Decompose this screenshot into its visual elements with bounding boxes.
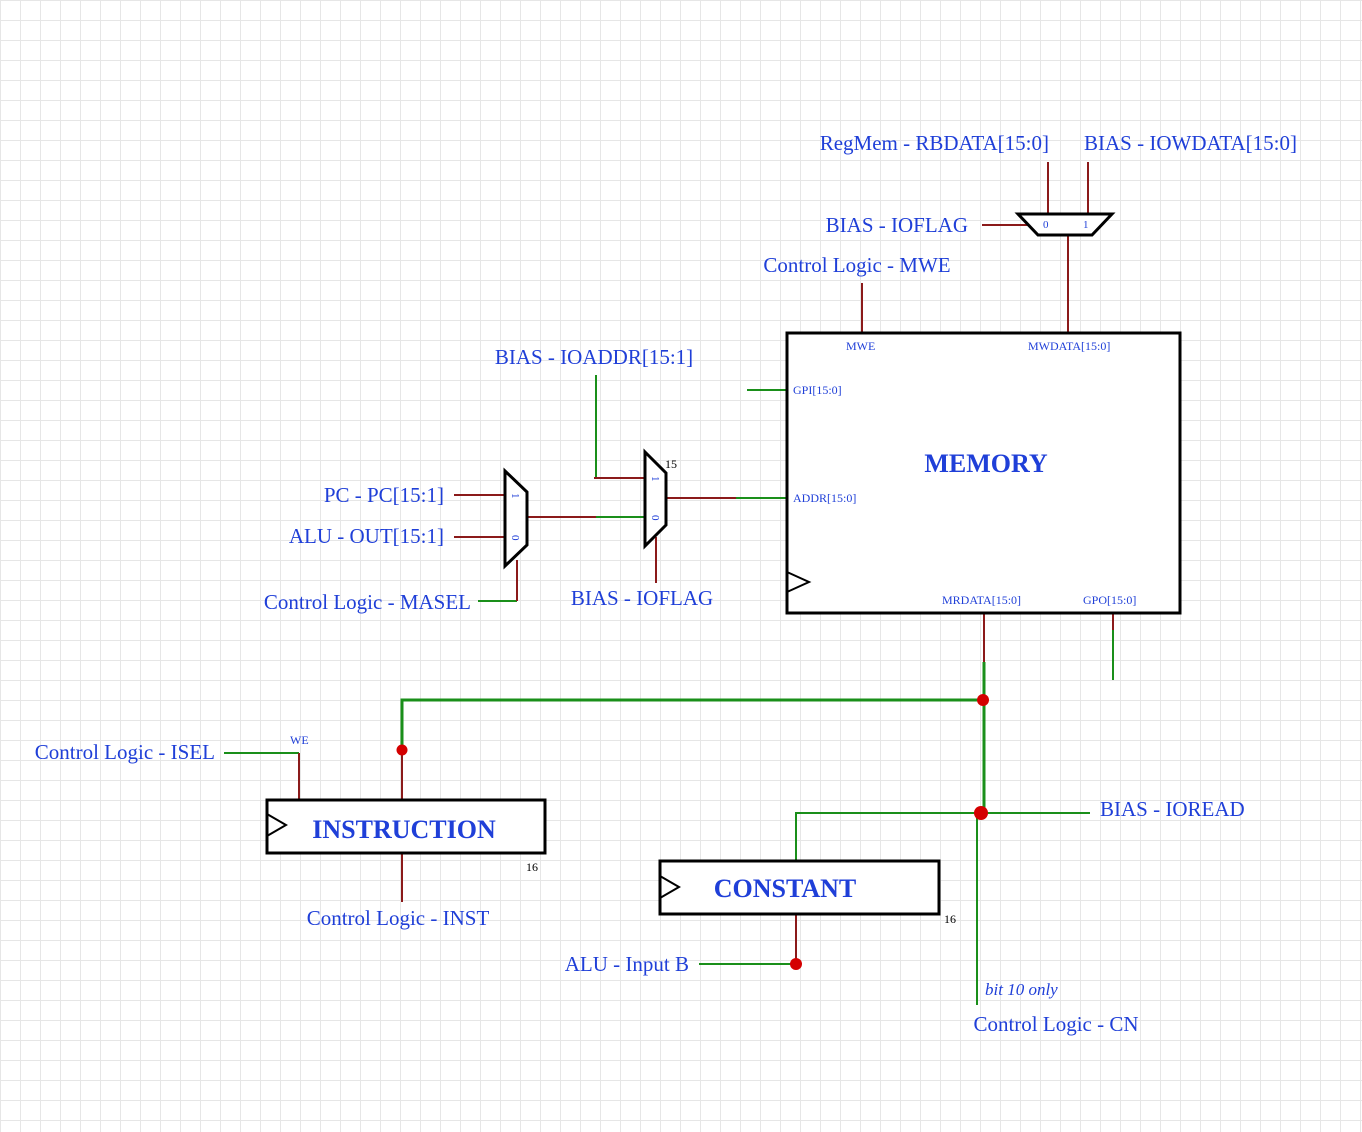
mux-mwdata-in1: 1: [1083, 219, 1089, 231]
wire-bus-to-instruction: [400, 698, 984, 750]
mux-addr-in1: 1: [649, 476, 661, 482]
label-bias-iowdata: BIAS - IOWDATA[15:0]: [1084, 131, 1297, 155]
mux-pc: [503, 467, 529, 570]
mux-pc-in0: 0: [509, 535, 521, 541]
label-bias-ioread: BIAS - IOREAD: [1100, 797, 1245, 821]
label-control-logic-masel: Control Logic - MASEL: [264, 590, 471, 614]
memory-clock-symbol: [786, 571, 812, 593]
label-control-logic-isel: Control Logic - ISEL: [35, 740, 215, 764]
label-alu-out: ALU - OUT[15:1]: [289, 524, 444, 548]
instruction-title: INSTRUCTION: [312, 815, 496, 844]
label-regmem-rbdata: RegMem - RBDATA[15:0]: [820, 131, 1049, 155]
instruction-clock-symbol: [266, 813, 288, 837]
mux-addr-width: 15: [665, 457, 677, 471]
memory-pin-mrdata: MRDATA[15:0]: [942, 593, 1021, 607]
instruction-width: 16: [526, 860, 538, 874]
label-pc: PC - PC[15:1]: [324, 483, 444, 507]
memory-pin-addr: ADDR[15:0]: [793, 491, 856, 505]
mux-mwdata: [1014, 212, 1116, 237]
label-control-logic-mwe: Control Logic - MWE: [763, 253, 950, 277]
mux-addr-in0: 0: [649, 515, 661, 521]
label-bit10-note: bit 10 only: [985, 980, 1058, 999]
memory-block: [785, 331, 1182, 615]
instruction-register: [265, 798, 547, 855]
label-control-logic-cn: Control Logic - CN: [973, 1012, 1138, 1036]
junction-instruction-in: [396, 744, 408, 756]
junction-alu-input-b: [790, 958, 802, 970]
label-alu-input-b: ALU - Input B: [565, 952, 689, 976]
label-bias-ioflag-top: BIAS - IOFLAG: [826, 213, 968, 237]
constant-register: [658, 859, 941, 916]
instruction-pin-we: WE: [290, 733, 309, 747]
wire-ioaddr-green: [595, 375, 624, 479]
memory-pin-gpi: GPI[15:0]: [793, 383, 842, 397]
constant-clock-symbol: [659, 875, 681, 899]
label-bias-ioflag-bottom: BIAS - IOFLAG: [571, 586, 713, 610]
wire-ioread-bus: [795, 812, 1090, 861]
constant-title: CONSTANT: [714, 874, 857, 903]
mux-addr: [643, 448, 668, 550]
constant-width: 16: [944, 912, 956, 926]
junction-ioread: [974, 806, 988, 820]
label-control-logic-inst: Control Logic - INST: [307, 906, 490, 930]
memory-pin-gpo: GPO[15:0]: [1083, 593, 1136, 607]
memory-pin-mwdata: MWDATA[15:0]: [1028, 339, 1110, 353]
mux-pc-in1: 1: [509, 493, 521, 499]
memory-title: MEMORY: [924, 449, 1048, 478]
memory-pin-mwe: MWE: [846, 339, 875, 353]
label-bias-ioaddr: BIAS - IOADDR[15:1]: [495, 345, 693, 369]
mux-mwdata-in0: 0: [1043, 219, 1049, 231]
junction-mrdata-instruction: [977, 694, 989, 706]
